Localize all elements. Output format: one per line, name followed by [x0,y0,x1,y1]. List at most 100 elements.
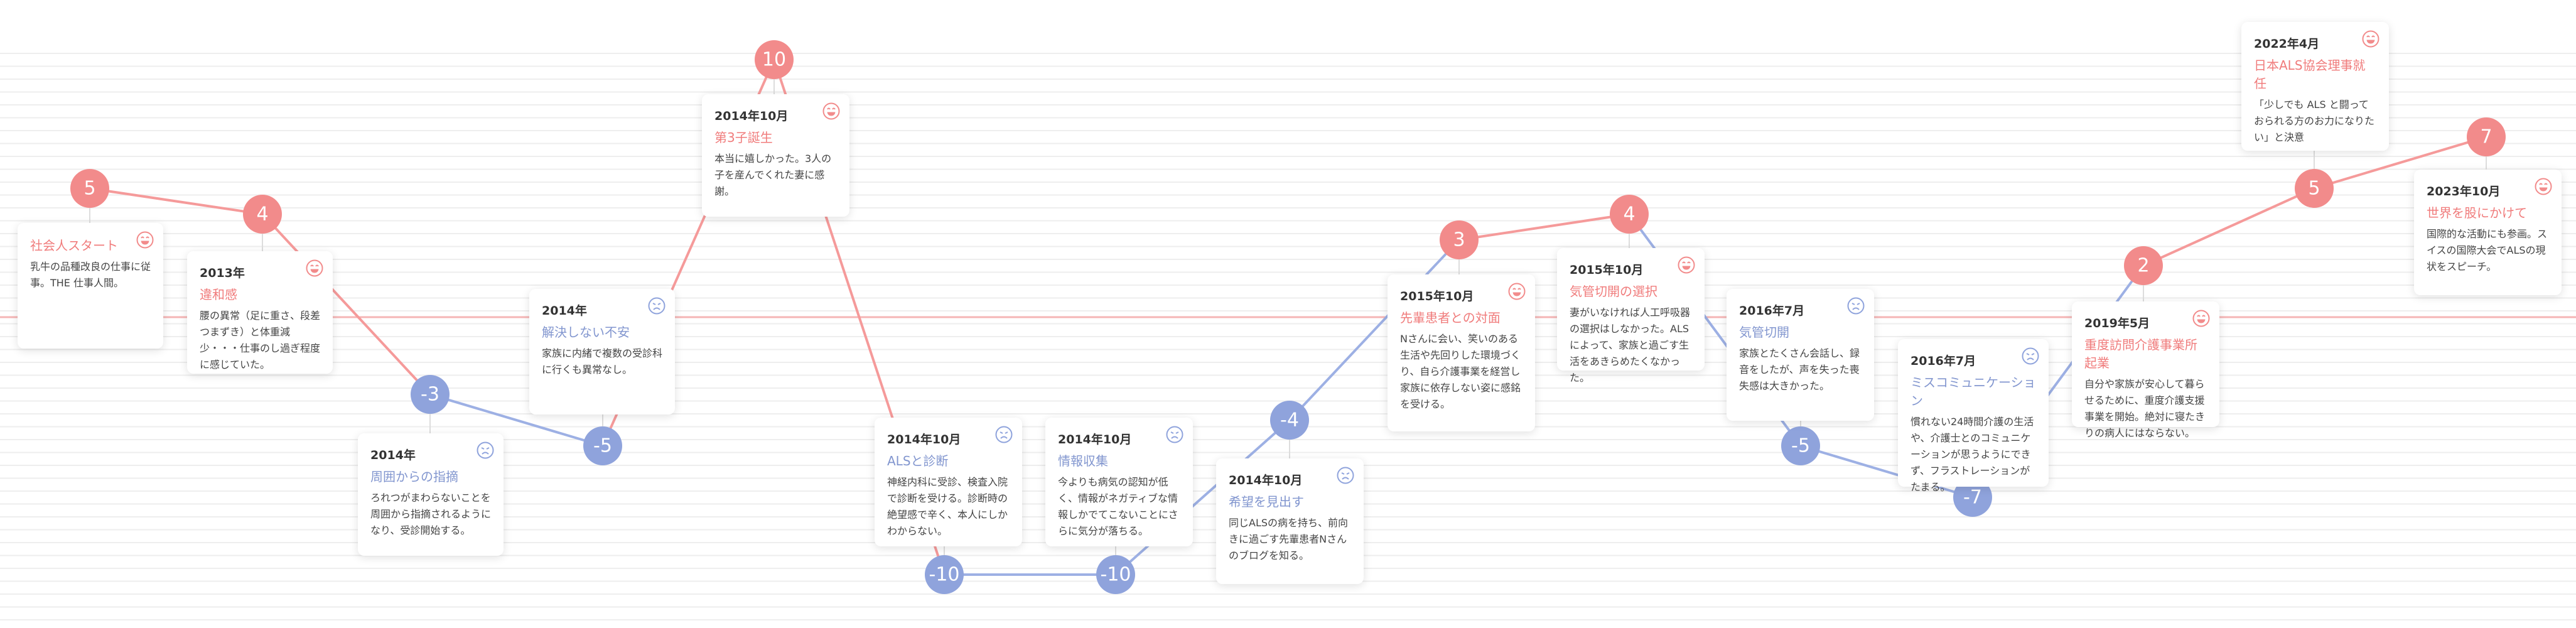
data-point [925,555,964,594]
series-line-segment [2143,187,2315,267]
data-label: 2 [2137,255,2149,277]
data-point [1610,195,1649,234]
event-card: 2016年7月ミスコミュニケーション慣れない24時間介護の生活や、介護士とのコミ… [1898,339,2049,493]
series-line-segment [89,187,263,215]
event-description: 神経内科に受診、検査入院で診断を受ける。診断時の絶望感で辛く、本人にしかわからな… [887,476,1008,537]
event-description: 国際的な活動にも参画。スイスの国際大会でALSの現状をスピーチ。 [2427,228,2548,273]
event-title: 世界を股にかけて [2427,205,2527,220]
sad-face-icon [995,426,1013,443]
smile-face-icon [136,231,154,249]
data-label: -5 [593,435,612,457]
sad-face-icon [2022,347,2039,365]
data-label: 5 [84,178,95,200]
event-date: 2014年 [370,448,416,462]
event-title: 気管切開の選択 [1570,284,1657,299]
event-description: 妻がいなければ人工呼吸器の選択はしなかった。ALSによって、家族と過ごす生活をあ… [1570,306,1691,384]
event-card: 2022年4月日本ALS協会理事就任「少しでも ALS と闘っておられる方のお力… [2241,22,2389,151]
event-title: 第3子誕生 [714,130,773,145]
event-date: 2014年10月 [887,433,961,447]
series-line-segment [261,213,431,396]
event-card: 2023年10月世界を股にかけて国際的な活動にも参画。スイスの国際大会でALSの… [2414,170,2562,295]
series-line-segment [429,393,603,447]
event-description: 同じALSの病を持ち、前向きに過ごす先輩患者Nさんのブログを知る。 [1229,517,1349,561]
event-date: 2016年7月 [1739,304,1805,318]
event-title: 情報収集 [1058,453,1108,468]
smile-face-icon [2192,310,2210,327]
event-date: 2014年10月 [1058,433,1132,447]
event-description: 本当に嬉しかった。3人の子を産んでくれた妻に感謝。 [714,153,832,197]
sad-face-icon [1337,467,1354,484]
event-title: ALSと診断 [887,453,949,468]
event-description: 今よりも病気の認知が低く、情報がネガティブな情報しかでてこないことにさらに気分が… [1058,476,1178,537]
event-card: 2014年10月希望を見出す同じALSの病を持ち、前向きに過ごす先輩患者Nさんの… [1216,458,1364,584]
event-card: 社会人スタート乳牛の品種改良の仕事に従事。THE 仕事人間。 [18,223,163,349]
data-point [2295,169,2334,208]
data-point [2467,117,2506,156]
data-point [1953,478,1992,517]
event-title: 違和感 [200,287,237,302]
smile-face-icon [2362,30,2379,48]
event-description: Nさんに会い、笑いのある生活や先回りした環境づくり、自ら介護事業を経営し家族に依… [1400,333,1521,410]
data-label: 3 [1453,229,1465,251]
event-date: 2014年 [542,304,587,318]
event-title: 希望を見出す [1229,494,1304,509]
event-date: 2015年10月 [1400,290,1474,303]
event-card: 2015年10月先輩患者との対面 Nさんに会い、笑いのある生活や先回りした環境づく… [1388,274,1535,431]
data-point [411,375,450,414]
data-label: -7 [1963,487,1982,509]
sad-face-icon [477,441,494,459]
event-title: 解決しない不安 [542,325,630,340]
data-point [70,169,109,208]
event-card: 2014年解決しない不安家族に内緒で複数の受診科に行くも異常なし。 [529,289,675,414]
event-card: 2015年10月気管切開の選択妻がいなければ人工呼吸器の選択はしなかった。ALS… [1557,248,1705,384]
smile-face-icon [306,259,323,277]
data-point [1781,426,1820,465]
data-label: -10 [1101,564,1131,586]
event-title: 重度訪問介護事業所起業 [2084,337,2197,371]
event-date: 2019年5月 [2084,317,2150,330]
series-line-segment [2314,136,2487,190]
data-point [755,40,794,79]
event-card: 2014年10月第3子誕生本当に嬉しかった。3人の子を産んでくれた妻に感謝。 [702,94,849,217]
event-title: 社会人スタート [30,238,118,253]
data-point [2124,246,2163,285]
event-description: 乳牛の品種改良の仕事に従事。THE 仕事人間。 [30,261,151,289]
sad-face-icon [1847,297,1865,315]
data-label: 4 [1623,203,1635,225]
sad-face-icon [648,297,666,315]
data-point [583,426,622,465]
event-description: ろれつがまわらないことを周囲から指摘されるようになり、受診開始する。 [370,492,492,536]
data-point [1270,401,1309,440]
event-title: ミスコミュニケーション [1910,375,2036,408]
event-description: 家族とたくさん会話し、録音をしたが、声を失った喪失感は大きかった。 [1739,347,1860,392]
smile-face-icon [2535,178,2552,195]
event-title: 日本ALS協会理事就任 [2254,58,2366,91]
event-date: 2016年7月 [1910,354,1976,368]
data-point [1096,555,1135,594]
event-date: 2015年10月 [1570,263,1644,277]
event-date: 2022年4月 [2254,37,2320,51]
data-label: -10 [929,564,960,586]
event-card: 2014年10月情報収集今よりも病気の認知が低く、情報がネガティブな情報しかでて… [1045,418,1193,546]
series-line-segment [1114,419,1291,576]
data-label: 4 [256,203,268,225]
event-card: 2019年5月重度訪問介護事業所起業自分や家族が安心して暮らせるために、重度介護… [2072,301,2219,439]
event-title: 周囲からの指摘 [370,469,458,484]
event-card: 2013年違和感腰の異常（足に重さ、段差つまずき）と体重減少・・・仕事のし過ぎ程… [187,251,333,374]
series-line-segment [1458,213,1630,241]
data-label: 10 [762,49,786,71]
event-card: 2014年周囲からの指摘ろれつがまわらないことを周囲から指摘されるようになり、受… [358,433,504,556]
event-description: 慣れない24時間介護の生活や、介護士とのコミュニケーションが思うようにできず、フ… [1910,416,2034,493]
data-label: 5 [2308,178,2320,200]
event-date: 2014年10月 [1229,474,1303,487]
event-date: 2013年 [200,266,245,280]
data-point [1440,220,1479,259]
series-line-segment [1288,239,1460,421]
data-point [243,195,282,234]
event-description: 自分や家族が安心して暮らせるために、重度介護支援事業を開始。絶対に寝たきりの病人… [2084,378,2206,439]
event-date: 2014年10月 [714,109,789,123]
event-date: 2023年10月 [2427,185,2501,198]
event-title: 先輩患者との対面 [1400,310,1501,325]
event-description: 「少しでも ALS と闘っておられる方のお力になりたい」と決意 [2254,99,2375,143]
